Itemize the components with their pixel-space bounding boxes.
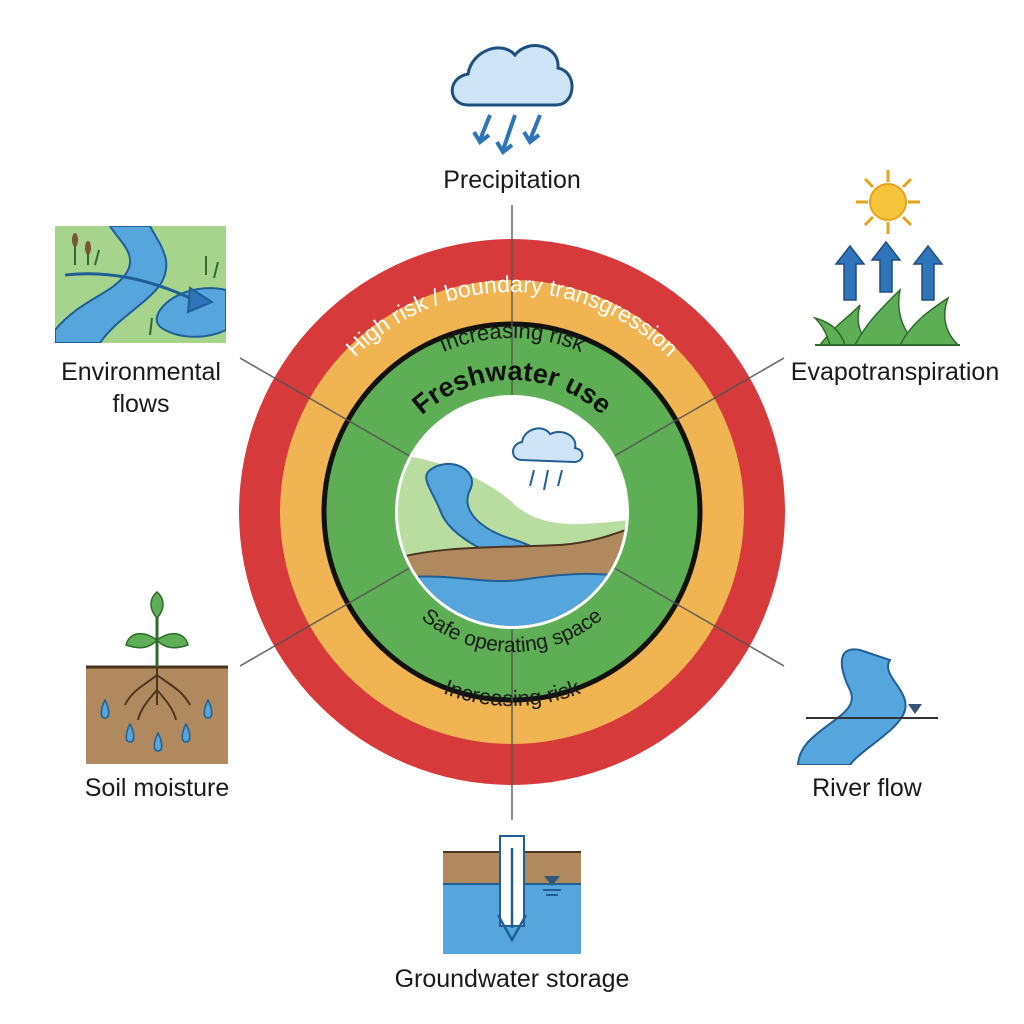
- soil-moisture-plant-icon: [86, 591, 228, 764]
- evapotranspiration-label: Evapotranspiration: [790, 358, 1000, 386]
- groundwater-storage-label: Groundwater storage: [394, 965, 630, 993]
- precipitation-cloud-icon: [450, 44, 574, 155]
- river-flow-label: River flow: [812, 774, 922, 802]
- environmental-flows-label-line1: Environmental: [61, 358, 221, 386]
- precipitation-label: Precipitation: [443, 166, 581, 194]
- central-landscape-illustration: [395, 395, 629, 629]
- center-cloud-icon: [512, 427, 584, 491]
- evapotranspiration-sun-plants-icon: [812, 170, 960, 346]
- groundwater-storage-icon: [443, 835, 581, 954]
- divider-lines: [239, 205, 785, 820]
- river-flow-icon: [796, 648, 938, 765]
- environmental-flows-label-line2: flows: [112, 390, 170, 418]
- environmental-flows-label: Environmental flows: [41, 356, 241, 420]
- soil-moisture-label: Soil moisture: [84, 774, 230, 802]
- environmental-flows-river-icon: [55, 226, 226, 343]
